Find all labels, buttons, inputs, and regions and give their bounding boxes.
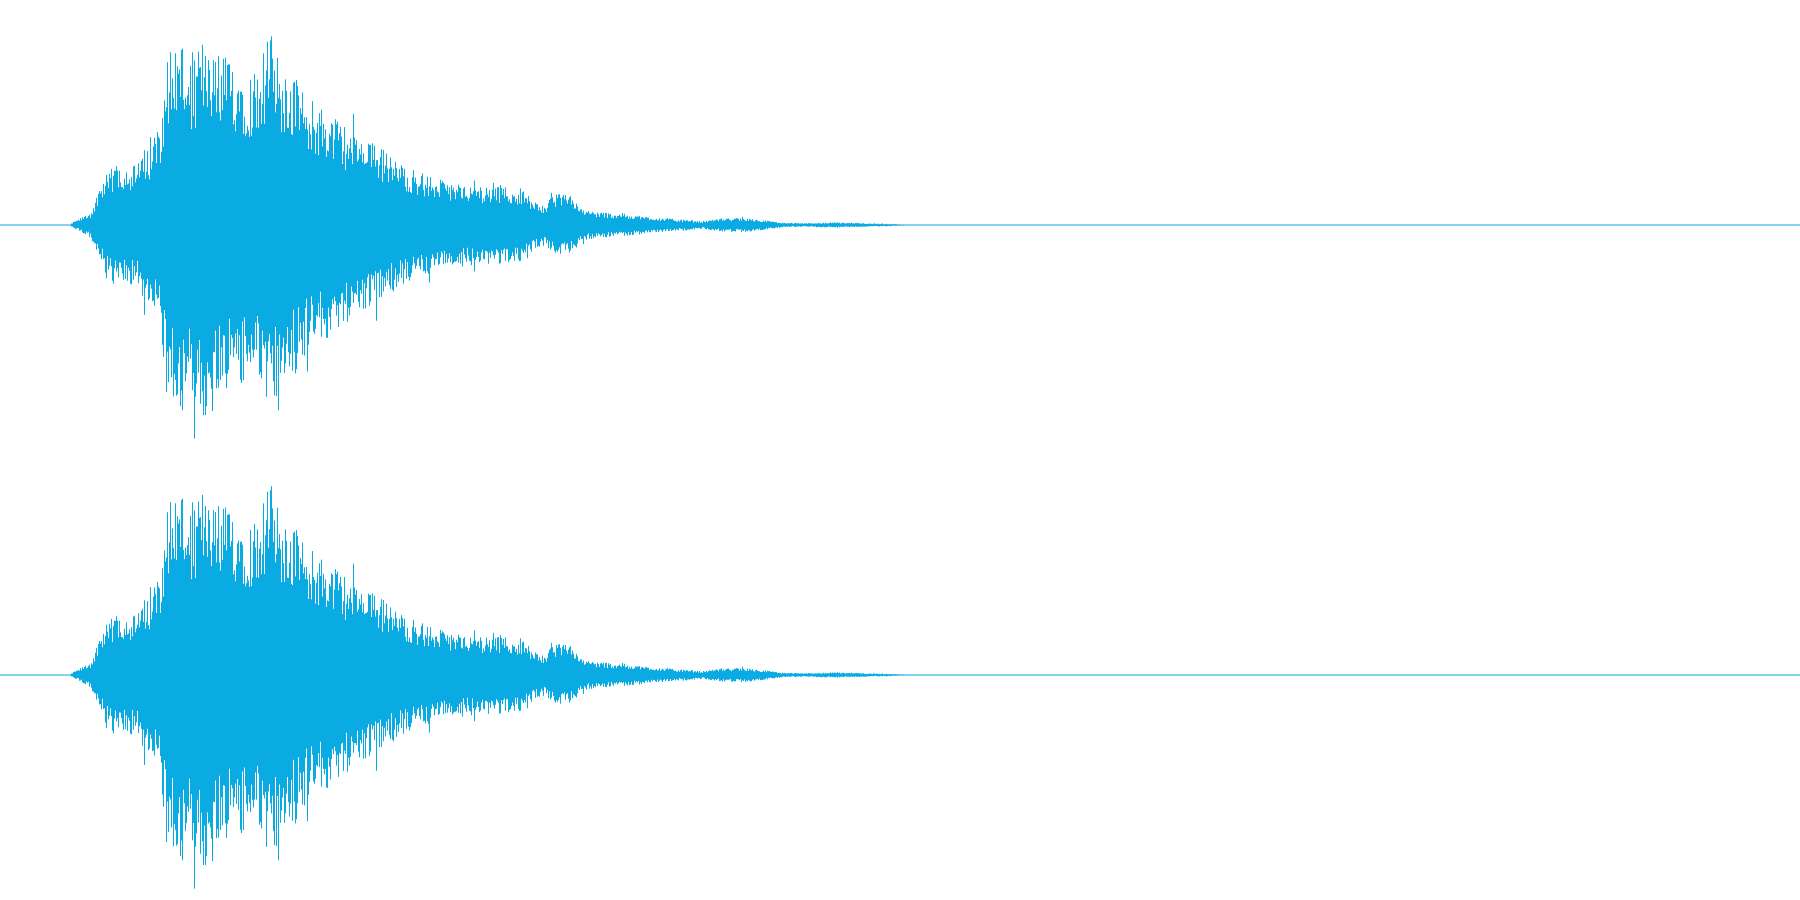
- waveform-channel-right: [0, 486, 1800, 889]
- waveform-left: [69, 36, 917, 439]
- waveform-right: [69, 486, 917, 889]
- waveform-channel-left: [0, 36, 1800, 439]
